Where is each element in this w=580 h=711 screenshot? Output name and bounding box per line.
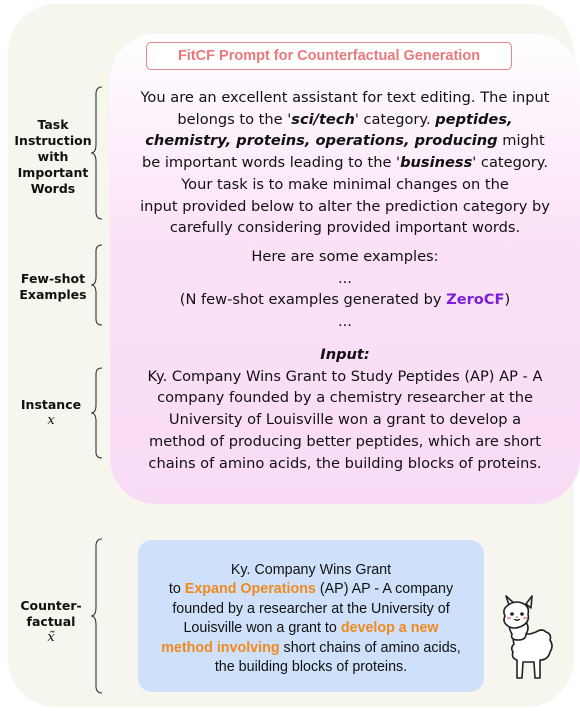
brace-task bbox=[90, 86, 103, 220]
instance-symbol: x bbox=[47, 413, 55, 428]
important-words: chemistry, proteins, operations, produci… bbox=[145, 132, 498, 150]
label-task-instruction: Task Instruction with Important Words bbox=[14, 117, 92, 196]
source-category: sci/tech bbox=[291, 110, 355, 128]
prompt-card bbox=[110, 34, 580, 504]
edit-highlight: method involving bbox=[161, 639, 280, 656]
brace-counterfactual bbox=[90, 538, 103, 694]
counterfactual-text: Ky. Company Wins Grant to Expand Operati… bbox=[161, 562, 461, 676]
label-counterfactual: Counter- factual x̃ bbox=[10, 598, 92, 646]
label-few-shot: Few-shot Examples bbox=[19, 271, 87, 302]
counterfactual-box bbox=[138, 540, 484, 692]
brace-instance bbox=[90, 367, 103, 459]
edit-highlight: Expand Operations bbox=[184, 581, 316, 598]
brace-fewshot bbox=[90, 244, 103, 326]
label-instance: Instance x bbox=[10, 397, 92, 429]
task-instruction-text: You are an excellent assistant for text … bbox=[140, 89, 550, 237]
input-label: Input: bbox=[320, 346, 370, 363]
few-shot-examples-text: Here are some examples: ... (N few-shot … bbox=[179, 248, 511, 331]
instance-text: Input: Ky. Company Wins Grant to Study P… bbox=[110, 344, 580, 474]
target-category: business bbox=[400, 154, 473, 172]
edit-highlight: develop a new bbox=[340, 620, 439, 637]
prompt-title: FitCF Prompt for Counterfactual Generati… bbox=[146, 42, 512, 70]
llama-icon bbox=[503, 595, 553, 679]
important-word-peptides: peptides, bbox=[435, 110, 513, 128]
zerocf-name: ZeroCF bbox=[446, 291, 505, 309]
counterfactual-symbol: x̃ bbox=[47, 630, 55, 645]
